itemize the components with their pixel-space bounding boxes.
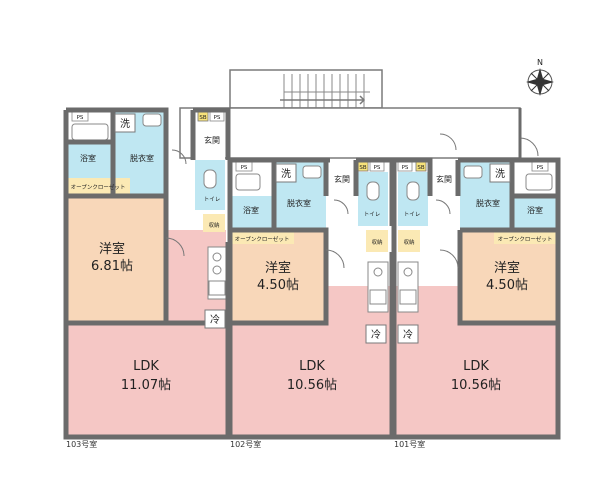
u102-fridge-icon <box>365 324 387 344</box>
u102-entrance <box>328 162 358 196</box>
u102-entrance-label: 玄関 <box>334 174 350 184</box>
unit-101: PS SB PS 洗 冷 浴室 脱衣室 オープンクローゼット 玄関 トイレ 収納… <box>391 157 561 449</box>
u102-bath-label: 浴室 <box>243 205 259 215</box>
u103-western-size: 6.81帖 <box>91 259 133 274</box>
u102-washer-icon <box>275 163 297 183</box>
u101-fridge-icon <box>397 324 419 344</box>
svg-text:PS: PS <box>402 165 409 171</box>
svg-text:PS: PS <box>537 165 544 171</box>
svg-text:PS: PS <box>214 115 221 121</box>
u103-toilet-label: トイレ <box>204 197 221 203</box>
svg-text:PS: PS <box>374 165 381 171</box>
u103-western-room <box>68 195 164 323</box>
svg-text:洗: 洗 <box>120 118 130 130</box>
svg-text:洗: 洗 <box>495 168 505 180</box>
u101-storage-label: 収納 <box>403 238 415 246</box>
u101-washer-icon <box>489 163 511 183</box>
u101-bath <box>512 196 556 230</box>
stairs: UP <box>229 69 383 118</box>
u102-ldk <box>232 323 392 435</box>
u102-bath <box>232 196 274 230</box>
u101-unit-label: 101号室 <box>394 439 425 449</box>
compass-north-label: N <box>537 58 543 67</box>
u101-dressing-label: 脱衣室 <box>476 198 500 208</box>
svg-text:冷: 冷 <box>403 328 413 341</box>
u103-bath-label: 浴室 <box>80 153 96 163</box>
svg-text:PS: PS <box>77 115 84 121</box>
u103-entrance-label: 玄関 <box>204 135 220 145</box>
u103-western-name: 洋室 <box>99 241 125 257</box>
u103-unit-label: 103号室 <box>66 439 97 449</box>
u103-dressing-label: 脱衣室 <box>130 153 154 163</box>
svg-text:冷: 冷 <box>371 328 381 341</box>
u101-bath-label: 浴室 <box>527 205 543 215</box>
u102-closet-label: オープンクローゼット <box>235 235 290 243</box>
u102-western-name: 洋室 <box>265 260 291 276</box>
u102-unit-label: 102号室 <box>230 439 261 449</box>
u103-closet-label: オープンクローゼット <box>71 183 126 191</box>
u102-dressing-label: 脱衣室 <box>287 198 311 208</box>
u103-storage-label: 収納 <box>208 221 220 229</box>
u101-ldk-size: 10.56帖 <box>451 378 501 393</box>
u102-western-room <box>232 230 326 323</box>
unit-103: SB PS PS 洗 冷 浴室 脱衣室 オープンクローゼット 玄関 トイレ 収納… <box>63 107 231 449</box>
svg-text:SB: SB <box>359 165 366 171</box>
svg-text:SB: SB <box>417 165 424 171</box>
u101-western-size: 4.50帖 <box>486 278 528 293</box>
u101-western-room <box>460 230 556 323</box>
svg-text:洗: 洗 <box>281 168 291 180</box>
u102-ldk-size: 10.56帖 <box>287 378 337 393</box>
u103-washer-icon <box>114 113 136 133</box>
u102-storage <box>366 230 388 252</box>
u101-western-name: 洋室 <box>494 260 520 276</box>
svg-text:SB: SB <box>199 115 206 121</box>
svg-text:PS: PS <box>241 165 248 171</box>
u102-toilet-label: トイレ <box>364 212 381 218</box>
u102-western-size: 4.50帖 <box>257 278 299 293</box>
u103-storage <box>203 214 225 232</box>
unit-102: SB PS PS 洗 冷 浴室 脱衣室 オープンクローゼット 玄関 トイレ 収納… <box>227 157 395 449</box>
u101-ldk <box>396 323 556 435</box>
u101-toilet-label: トイレ <box>404 212 421 218</box>
u101-closet-label: オープンクローゼット <box>498 235 553 243</box>
u103-ldk-size: 11.07帖 <box>121 378 171 393</box>
compass: N <box>526 58 554 96</box>
u102-ldk-name: LDK <box>299 359 325 374</box>
common-corridor <box>179 107 521 159</box>
u103-fridge-icon <box>204 309 226 329</box>
u102-storage-label: 収納 <box>371 238 383 246</box>
u101-entrance <box>428 162 458 196</box>
u101-entrance-label: 玄関 <box>436 174 452 184</box>
u103-ldk <box>68 323 226 435</box>
u103-ldk-name: LDK <box>133 359 159 374</box>
u101-ldk-name: LDK <box>463 359 489 374</box>
u101-storage <box>398 230 420 252</box>
svg-text:冷: 冷 <box>210 313 220 326</box>
